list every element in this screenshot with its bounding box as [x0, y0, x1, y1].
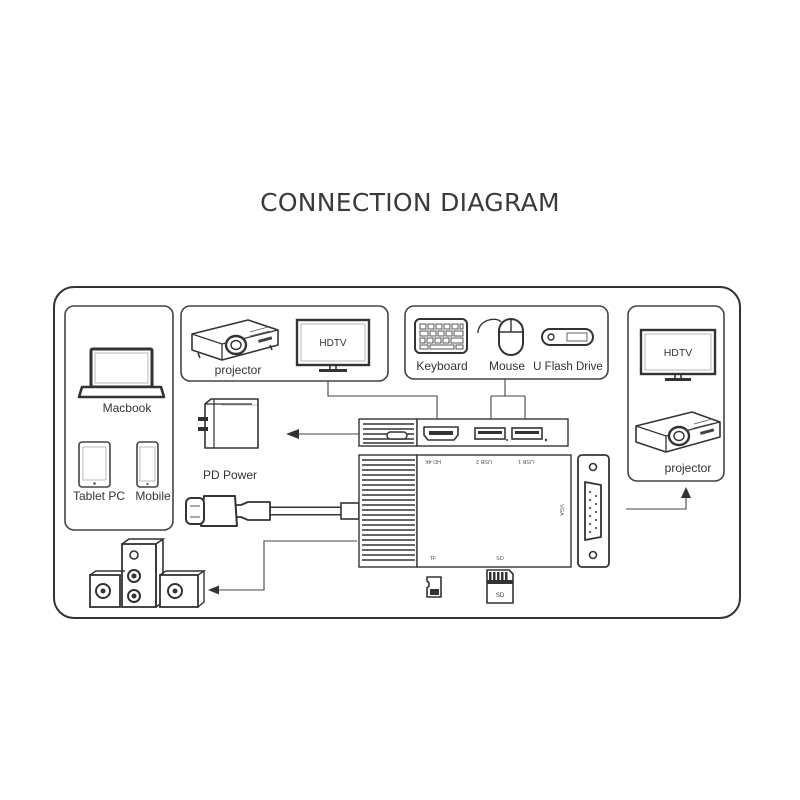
hdtv-top-label: HDTV	[319, 338, 347, 349]
keyboard-icon	[414, 318, 468, 354]
pd-power-label: PD Power	[203, 468, 257, 482]
hdtv-icon	[295, 318, 371, 372]
vga-devices-box	[627, 305, 725, 482]
projector-right-label: projector	[665, 461, 712, 475]
macbook-icon	[77, 347, 166, 399]
port-label-sd: SD	[496, 556, 504, 562]
port-label-vga: VGA	[558, 504, 564, 516]
mouse-icon	[477, 318, 524, 356]
display-devices-box	[180, 305, 389, 382]
flash-drive-icon	[541, 328, 594, 346]
tf-card-icon	[426, 576, 442, 598]
connection-lines	[216, 379, 687, 591]
projector-icon	[191, 319, 279, 361]
macbook-label: Macbook	[103, 401, 153, 415]
tablet-pc-label: Tablet PC	[73, 489, 125, 503]
sd-card-icon	[486, 569, 514, 604]
port-label-tf: TF	[430, 556, 437, 562]
mobile-icon	[136, 441, 159, 488]
projector-top-label: projector	[215, 363, 262, 377]
projector-right-icon	[635, 411, 721, 453]
usb-devices-box	[404, 305, 609, 380]
hdtv-right-label: HDTV	[664, 347, 693, 359]
flash-drive-label: U Flash Drive	[533, 361, 603, 373]
keyboard-label: Keyboard	[416, 359, 467, 373]
diagram-title: CONNECTION DIAGRAM	[260, 188, 560, 217]
outer-frame	[53, 286, 741, 619]
power-adapter-icon	[198, 398, 259, 449]
vga-connector-icon	[577, 454, 610, 568]
tablet-icon	[78, 441, 111, 488]
port-label-usb1: USB 1	[518, 458, 534, 464]
source-devices-box	[64, 305, 174, 531]
port-label-usb2: USB 2	[476, 458, 492, 464]
arrowheads	[208, 429, 691, 595]
sd-card-label: SD	[496, 593, 505, 599]
mouse-label: Mouse	[489, 359, 525, 373]
mobile-label: Mobile	[135, 489, 171, 503]
usb-c-cable	[185, 495, 360, 527]
port-label-hd4k: HD 4K	[425, 458, 442, 464]
usb-c-hub	[358, 418, 572, 568]
speaker-icon	[89, 538, 207, 608]
hdtv-right-icon	[639, 328, 717, 381]
